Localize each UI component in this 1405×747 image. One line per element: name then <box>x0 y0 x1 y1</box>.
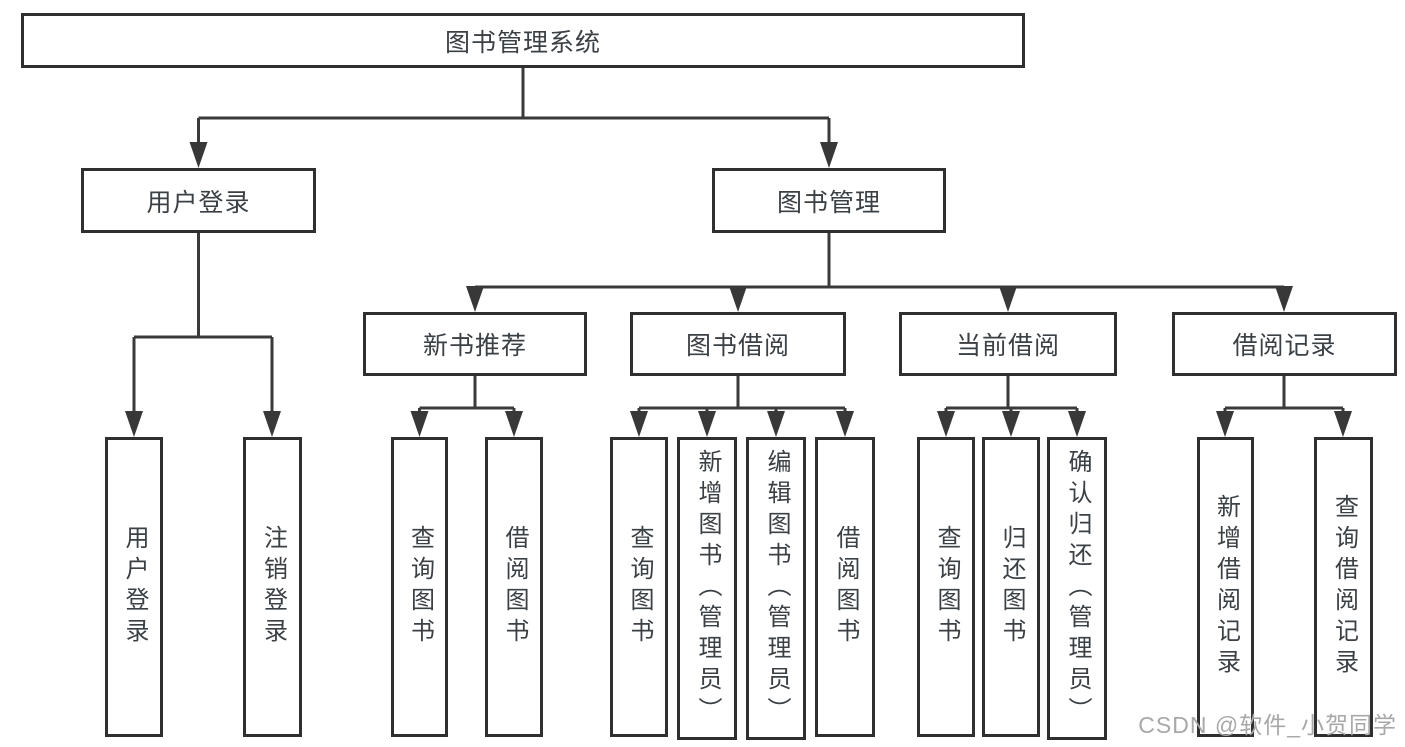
connector-new-book-branch <box>410 376 523 437</box>
connector-user-login-branch <box>125 233 281 437</box>
connector-current-borrow-branch <box>937 376 1086 437</box>
node-new-book-recommend-label: 新书推荐 <box>422 332 527 360</box>
leaf-query-books-current-label: 查询图书 <box>933 525 960 649</box>
leaf-logout: 注销登录 <box>243 437 302 737</box>
leaf-borrow-books-label: 借阅图书 <box>832 525 859 649</box>
leaf-borrow-books-recommend-label: 借阅图书 <box>501 525 528 649</box>
leaf-user-login-label: 用户登录 <box>121 525 148 649</box>
csdn-watermark: CSDN @软件_小贺同学 <box>1138 712 1397 738</box>
node-current-borrow-label: 当前借阅 <box>955 332 1060 360</box>
leaf-query-books-borrow-label: 查询图书 <box>626 525 653 649</box>
leaf-add-books-admin: 新增图书（管理员） <box>677 437 737 740</box>
connector-book-borrow-branch <box>630 376 854 437</box>
leaf-edit-books-admin: 编辑图书（管理员） <box>746 437 806 740</box>
node-new-book-recommend: 新书推荐 <box>363 312 587 376</box>
leaf-user-login: 用户登录 <box>105 437 163 737</box>
node-root-system: 图书管理系统 <box>21 13 1025 68</box>
connector-borrow-records-branch <box>1216 376 1352 437</box>
leaf-edit-books-admin-label: 编辑图书（管理员） <box>763 449 790 728</box>
leaf-query-borrow-record: 查询借阅记录 <box>1314 437 1373 737</box>
node-book-borrow: 图书借阅 <box>630 312 846 376</box>
node-borrow-records-label: 借阅记录 <box>1232 332 1337 360</box>
leaf-borrow-books-recommend: 借阅图书 <box>485 437 543 737</box>
leaf-add-borrow-record-label: 新增借阅记录 <box>1212 494 1240 680</box>
node-borrow-records: 借阅记录 <box>1172 312 1397 376</box>
leaf-query-books-borrow: 查询图书 <box>610 437 668 737</box>
node-book-management: 图书管理 <box>712 168 946 233</box>
leaf-query-books-current: 查询图书 <box>917 437 975 737</box>
leaf-query-books-recommend: 查询图书 <box>391 437 448 737</box>
node-book-borrow-label: 图书借阅 <box>685 332 790 360</box>
leaf-confirm-return-admin-label: 确认归还（管理员） <box>1064 449 1091 728</box>
connector-book-management-branch <box>466 233 1293 312</box>
leaf-add-books-admin-label: 新增图书（管理员） <box>694 449 721 728</box>
leaf-confirm-return-admin: 确认归还（管理员） <box>1047 437 1107 740</box>
node-current-borrow: 当前借阅 <box>899 312 1117 376</box>
node-root-system-label: 图书管理系统 <box>444 28 601 57</box>
node-user-login: 用户登录 <box>81 168 316 233</box>
leaf-add-borrow-record: 新增借阅记录 <box>1197 437 1254 737</box>
leaf-borrow-books: 借阅图书 <box>815 437 875 737</box>
node-book-management-label: 图书管理 <box>776 188 881 217</box>
leaf-return-books: 归还图书 <box>982 437 1040 737</box>
leaf-query-books-recommend-label: 查询图书 <box>406 525 434 649</box>
leaf-logout-label: 注销登录 <box>259 525 287 649</box>
connector-root-to-level2 <box>189 68 838 168</box>
node-user-login-label: 用户登录 <box>146 188 251 217</box>
leaf-return-books-label: 归还图书 <box>998 525 1025 649</box>
leaf-query-borrow-record-label: 查询借阅记录 <box>1330 494 1358 680</box>
